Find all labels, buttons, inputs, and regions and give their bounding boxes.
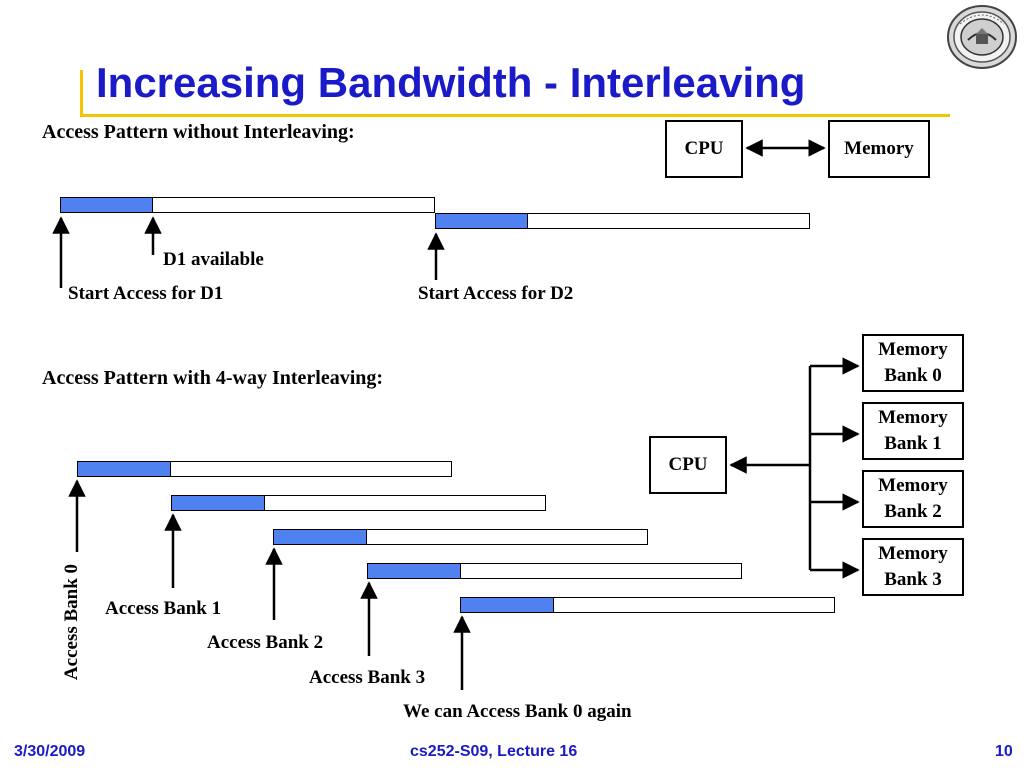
timeline-bar-d2: [435, 213, 810, 229]
memory-bank-1-box: Memory Bank 1: [862, 402, 964, 460]
timeline-bar-bank-2: [273, 529, 648, 545]
memory-bank-0-line2: Bank 0: [884, 365, 942, 386]
cpu-label-top: CPU: [684, 138, 724, 160]
memory-bank-2-line1: Memory: [878, 475, 948, 497]
label-access-bank-3: Access Bank 3: [309, 667, 426, 688]
memory-bank-3-box: Memory Bank 3: [862, 538, 964, 596]
university-seal-icon: [947, 5, 1017, 69]
timeline-bar-d1-fill: [61, 198, 153, 212]
memory-bank-0-line1: Memory: [878, 339, 948, 361]
cpu-box-bottom: CPU: [649, 436, 727, 494]
memory-label-top: Memory: [844, 138, 914, 160]
timeline-bar-bank-0: [77, 461, 452, 477]
label-access-bank-1: Access Bank 1: [105, 598, 222, 619]
timeline-bar-bank-0-again-fill: [461, 598, 554, 612]
label-access-bank-2: Access Bank 2: [207, 632, 324, 653]
memory-bank-2-box: Memory Bank 2: [862, 470, 964, 528]
memory-bank-3-line2: Bank 3: [884, 569, 942, 590]
title-rule-tick: [80, 70, 83, 117]
cpu-box-top: CPU: [665, 120, 743, 178]
timeline-bar-bank-3-fill: [368, 564, 461, 578]
memory-bank-3-line1: Memory: [878, 543, 948, 565]
memory-bank-2-line2: Bank 2: [884, 501, 942, 522]
memory-bank-1-line1: Memory: [878, 407, 948, 429]
timeline-bar-d2-fill: [436, 214, 528, 228]
slide-title: Increasing Bandwidth - Interleaving: [96, 59, 806, 106]
footer-page-number: 10: [995, 743, 1013, 760]
heading-without-interleaving: Access Pattern without Interleaving:: [42, 121, 355, 143]
timeline-bar-bank-1: [171, 495, 546, 511]
timeline-bar-bank-1-fill: [172, 496, 265, 510]
cpu-label-bottom: CPU: [668, 454, 708, 476]
timeline-bar-bank-3: [367, 563, 742, 579]
title-rule: [80, 114, 950, 117]
memory-bank-1-line2: Bank 1: [884, 433, 942, 454]
label-start-d2: Start Access for D2: [418, 283, 574, 304]
footer-date: 3/30/2009: [14, 743, 86, 760]
timeline-bar-bank-0-again: [460, 597, 835, 613]
timeline-bar-d1: [60, 197, 435, 213]
label-start-d1: Start Access for D1: [68, 283, 224, 304]
footer-course: cs252-S09, Lecture 16: [410, 743, 578, 760]
label-access-again: We can Access Bank 0 again: [403, 701, 632, 722]
label-d1-available: D1 available: [163, 249, 264, 270]
memory-box-top: Memory: [828, 120, 930, 178]
heading-with-interleaving: Access Pattern with 4-way Interleaving:: [42, 367, 384, 389]
timeline-bar-bank-2-fill: [274, 530, 367, 544]
memory-bank-0-box: Memory Bank 0: [862, 334, 964, 392]
timeline-bar-bank-0-fill: [78, 462, 171, 476]
